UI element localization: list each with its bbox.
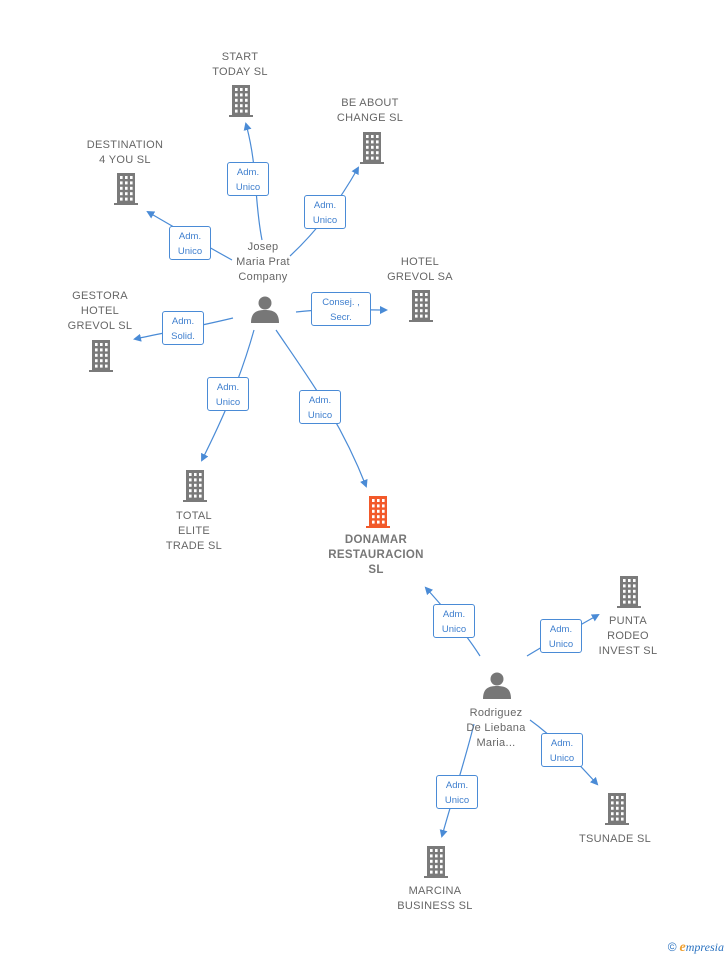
node-label-c_tsunade[interactable]: TSUNADE SL [578, 833, 652, 845]
relation-label-r1[interactable]: Adm. Unico [227, 162, 269, 196]
company-building-icon-c_start[interactable] [229, 85, 253, 117]
node-label-c_donamar[interactable]: DONAMAR RESTAURACION SL [328, 534, 424, 576]
person-icon-p1[interactable] [251, 296, 279, 324]
relation-label-r3[interactable]: Adm. Unico [169, 226, 211, 260]
relation-label-r7[interactable]: Adm. Unico [299, 390, 341, 424]
relation-label-r10[interactable]: Adm. Unico [541, 733, 583, 767]
relation-label-r5[interactable]: Adm. Solid. [162, 311, 204, 345]
node-label-c_start[interactable]: START TODAY SL [212, 51, 268, 78]
node-label-c_hotel[interactable]: HOTEL GREVOL SA [387, 256, 453, 283]
relation-label-r4[interactable]: Consej. , Secr. [311, 292, 371, 326]
company-building-icon-c_punta[interactable] [617, 576, 641, 608]
relation-label-r8[interactable]: Adm. Unico [433, 604, 475, 638]
relation-label-r9[interactable]: Adm. Unico [540, 619, 582, 653]
node-label-c_gestora[interactable]: GESTORA HOTEL GREVOL SL [67, 290, 133, 332]
company-building-icon-c_marcina[interactable] [424, 846, 448, 878]
node-label-c_total[interactable]: TOTAL ELITE TRADE SL [165, 510, 223, 552]
company-building-icon-c_tsunade[interactable] [605, 793, 629, 825]
company-building-icon-c_dest[interactable] [114, 173, 138, 205]
company-building-icon-c_hotel[interactable] [409, 290, 433, 322]
company-building-icon-c_gestora[interactable] [89, 340, 113, 372]
copyright-icon: © [667, 940, 677, 954]
empresia-logo[interactable]: © empresia [667, 940, 724, 955]
node-label-c_punta[interactable]: PUNTA RODEO INVEST SL [598, 615, 658, 657]
person-icon-p2[interactable] [483, 672, 511, 700]
relation-label-r2[interactable]: Adm. Unico [304, 195, 346, 229]
company-building-icon-c_beabout[interactable] [360, 132, 384, 164]
node-label-p2[interactable]: Rodriguez De Liebana Maria... [466, 707, 526, 749]
relation-label-r11[interactable]: Adm. Unico [436, 775, 478, 809]
node-label-c_marcina[interactable]: MARCINA BUSINESS SL [397, 885, 473, 912]
company-building-icon-c_total[interactable] [183, 470, 207, 502]
node-label-c_dest[interactable]: DESTINATION 4 YOU SL [86, 139, 164, 166]
relation-label-r6[interactable]: Adm. Unico [207, 377, 249, 411]
node-label-p1[interactable]: Josep Maria Prat Company [236, 241, 290, 283]
company-building-icon-c_donamar[interactable] [366, 496, 390, 528]
node-label-c_beabout[interactable]: BE ABOUT CHANGE SL [336, 97, 404, 124]
